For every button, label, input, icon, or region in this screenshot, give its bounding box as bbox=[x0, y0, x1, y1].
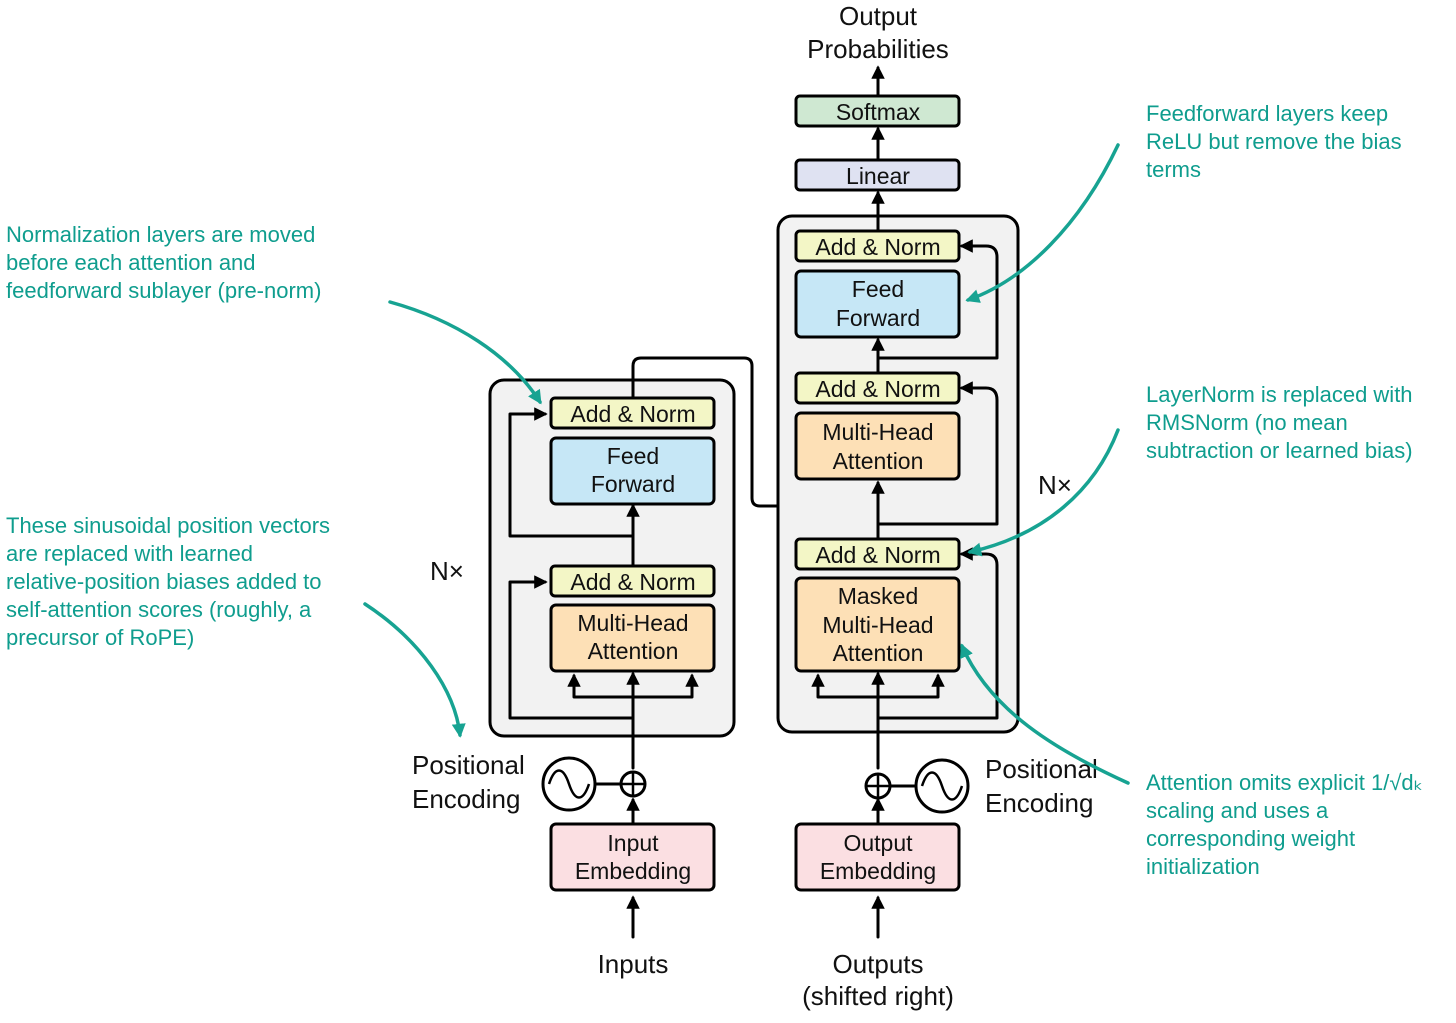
decoder-nx-label: N× bbox=[1038, 470, 1072, 500]
decoder-pos-label-2: Encoding bbox=[985, 788, 1093, 818]
output-probabilities-label-2: Probabilities bbox=[807, 34, 949, 64]
decoder-output-embedding bbox=[794, 822, 961, 892]
encoder-mha-label-2: Attention bbox=[588, 638, 679, 664]
output-probabilities-label-1: Output bbox=[839, 1, 918, 31]
softmax-label: Softmax bbox=[836, 99, 921, 125]
annotation-line: precursor of RoPE) bbox=[6, 625, 195, 650]
encoder-ff-label-1: Feed bbox=[607, 443, 659, 469]
decoder-mha-label-1: Multi-Head bbox=[822, 419, 933, 445]
decoder-add-norm-bottom-label: Add & Norm bbox=[815, 542, 940, 568]
encoder-sine-curve bbox=[547, 769, 591, 799]
linear-block bbox=[794, 158, 961, 192]
annotation-line: ReLU but remove the bias bbox=[1146, 129, 1402, 154]
decoder-multi-head-attention bbox=[794, 411, 961, 481]
encoder-add-norm-bottom-label: Add & Norm bbox=[570, 569, 695, 595]
decoder-masked-right-input bbox=[876, 673, 945, 699]
encoder-multi-head-attention bbox=[549, 603, 716, 673]
decoder-add-norm-mid-label: Add & Norm bbox=[815, 376, 940, 402]
decoder-masked-label-1: Masked bbox=[838, 583, 919, 609]
encoder-emb-label-2: Embedding bbox=[575, 858, 691, 884]
decoder-masked-left-input bbox=[811, 673, 880, 699]
feedforward-annotation-arrow bbox=[965, 143, 1120, 303]
encoder-attn-right-input bbox=[631, 673, 699, 699]
annotation-line: Feedforward layers keep bbox=[1146, 101, 1389, 126]
decoder-masked-label-2: Multi-Head bbox=[822, 612, 933, 638]
encoder-plus-cross bbox=[621, 772, 645, 796]
encoder-residual-2 bbox=[508, 407, 635, 538]
annotation-line: corresponding weight bbox=[1146, 826, 1356, 851]
encoder-feed-forward bbox=[549, 436, 716, 506]
decoder-emb-label-1: Output bbox=[843, 830, 913, 856]
scaling-annotation-arrow bbox=[960, 643, 1130, 785]
encoder-output-wire bbox=[631, 356, 807, 508]
decoder-residual-1 bbox=[876, 547, 999, 720]
encoder-nx-label: N× bbox=[430, 556, 464, 586]
annotation-line: self-attention scores (roughly, a bbox=[6, 597, 312, 622]
annotation-line: These sinusoidal position vectors bbox=[6, 513, 331, 538]
annotation-line: terms bbox=[1146, 157, 1201, 182]
decoder-add-norm-mid bbox=[794, 371, 961, 405]
decoder-ff-label-2: Forward bbox=[836, 305, 920, 331]
decoder-add-norm-top-label: Add & Norm bbox=[815, 234, 940, 260]
rmsnorm-annotation: LayerNorm is replaced with RMSNorm (no m… bbox=[1146, 381, 1413, 465]
decoder-plus-cross bbox=[866, 774, 890, 798]
decoder-add-norm-top bbox=[794, 229, 961, 263]
rmsnorm-annotation-arrow bbox=[967, 428, 1120, 557]
annotation-line: initialization bbox=[1146, 854, 1260, 879]
prenorm-annotation: Normalization layers are moved before ea… bbox=[6, 221, 321, 305]
linear-label: Linear bbox=[846, 163, 910, 189]
outputs-label-2: (shifted right) bbox=[802, 981, 954, 1011]
encoder-attn-left-input bbox=[567, 673, 635, 699]
decoder-residual-2 bbox=[876, 381, 999, 526]
encoder-add-norm-top-label: Add & Norm bbox=[570, 401, 695, 427]
decoder-residual-3 bbox=[876, 239, 999, 360]
decoder-feed-forward bbox=[794, 269, 961, 339]
decoder-emb-label-2: Embedding bbox=[820, 858, 936, 884]
decoder-masked-label-3: Attention bbox=[833, 640, 924, 666]
encoder-layer-container bbox=[488, 378, 736, 738]
annotation-line: scaling and uses a bbox=[1146, 798, 1329, 823]
decoder-masked-multi-head-attention bbox=[794, 576, 961, 673]
softmax-block bbox=[794, 94, 961, 128]
outputs-label-1: Outputs bbox=[832, 949, 923, 979]
feedforward-annotation: Feedforward layers keep ReLU but remove … bbox=[1146, 100, 1402, 184]
encoder-input-embedding bbox=[549, 822, 716, 892]
encoder-ff-label-2: Forward bbox=[591, 471, 675, 497]
positional-annotation: These sinusoidal position vectors are re… bbox=[6, 512, 330, 652]
encoder-add-norm-top bbox=[549, 396, 716, 430]
annotation-line: Attention omits explicit 1/√dₖ bbox=[1146, 770, 1424, 795]
encoder-emb-label-1: Input bbox=[607, 830, 659, 856]
annotation-line: RMSNorm (no mean bbox=[1146, 410, 1348, 435]
inputs-label: Inputs bbox=[598, 949, 669, 979]
scaling-annotation: Attention omits explicit 1/√dₖ scaling a… bbox=[1146, 769, 1423, 881]
encoder-pos-label-2: Encoding bbox=[412, 784, 520, 814]
annotation-line: LayerNorm is replaced with bbox=[1146, 382, 1413, 407]
annotation-line: subtraction or learned bias) bbox=[1146, 438, 1413, 463]
encoder-residual-1 bbox=[508, 575, 635, 720]
annotation-line: feedforward sublayer (pre-norm) bbox=[6, 278, 322, 303]
prenorm-annotation-arrow bbox=[388, 300, 542, 405]
encoder-add-norm-bottom bbox=[549, 564, 716, 598]
positional-annotation-arrow bbox=[363, 602, 466, 738]
annotation-line: are replaced with learned bbox=[6, 541, 254, 566]
encoder-mha-label-1: Multi-Head bbox=[577, 610, 688, 636]
decoder-sine-curve bbox=[920, 771, 964, 801]
encoder-pos-label-1: Positional bbox=[412, 750, 525, 780]
decoder-add-norm-bottom bbox=[794, 537, 961, 571]
decoder-ff-label-1: Feed bbox=[852, 276, 904, 302]
decoder-mha-label-2: Attention bbox=[833, 448, 924, 474]
annotation-line: Normalization layers are moved bbox=[6, 222, 316, 247]
annotation-line: before each attention and bbox=[6, 250, 256, 275]
annotation-line: relative-position biases added to bbox=[6, 569, 322, 594]
